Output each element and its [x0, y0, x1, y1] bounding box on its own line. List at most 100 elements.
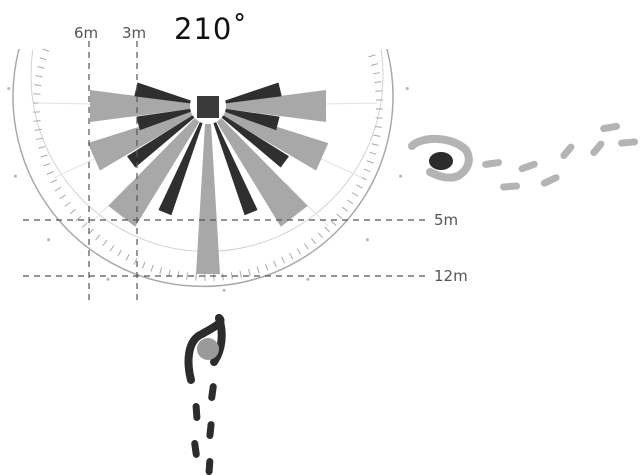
label-12m: 12m	[434, 267, 468, 285]
label-6m: 6m	[74, 24, 98, 42]
range-lines	[23, 41, 428, 300]
short-range-zone	[225, 108, 280, 131]
long-range-zone	[216, 118, 308, 227]
label-5m: 5m	[434, 211, 458, 229]
dial-tick	[346, 199, 354, 205]
dial-tick	[370, 63, 378, 66]
dial-tick	[356, 184, 363, 189]
short-range-zone	[213, 122, 258, 216]
dial-tick	[177, 271, 180, 279]
dial-tick	[40, 154, 48, 158]
dial-spoke	[38, 102, 99, 105]
dial-dots	[7, 86, 409, 292]
sensor-icon	[197, 96, 219, 118]
coverage-dial	[7, 48, 409, 292]
dial-dot	[47, 238, 51, 242]
dial-tick	[69, 209, 76, 215]
dial-tick	[374, 81, 382, 84]
person-icon-right	[408, 135, 473, 182]
dial-tick	[369, 151, 377, 155]
person-head	[197, 338, 219, 360]
dial-tick	[336, 213, 343, 219]
dial-tick	[37, 66, 45, 69]
footprints-icon-right	[482, 122, 639, 191]
long-range-zone	[87, 110, 193, 171]
dial-tick	[150, 264, 154, 272]
dial-tick	[311, 238, 317, 245]
short-range-zone	[225, 82, 282, 104]
long-range-zone	[108, 118, 200, 227]
dial-dot	[365, 238, 369, 242]
dial-tick	[33, 120, 41, 122]
short-range-zone	[136, 108, 191, 131]
short-range-zone	[158, 122, 203, 216]
dial-tick	[59, 194, 66, 200]
label-3m: 3m	[122, 24, 146, 42]
dial-tick	[264, 263, 269, 271]
dial-tick	[36, 137, 44, 140]
dial-tick	[95, 234, 101, 241]
dial-tick	[125, 254, 130, 261]
dial-tick	[168, 269, 171, 277]
dial-tick	[75, 215, 82, 222]
footprints-icon-bottom	[191, 383, 217, 475]
dial-tick	[50, 179, 58, 184]
dial-dot	[7, 86, 11, 91]
dial-tick	[222, 273, 224, 281]
dial-tick	[38, 146, 46, 149]
dial-tick	[366, 160, 374, 164]
long-range-zone	[196, 124, 220, 274]
dial-spoke	[285, 183, 329, 227]
dial-tick	[374, 125, 382, 128]
dial-tick	[159, 267, 163, 275]
dial-tick	[368, 54, 376, 58]
dial-dot	[399, 174, 403, 178]
coverage-angle-label: 210˚	[174, 12, 248, 46]
dial-tick	[372, 72, 380, 75]
dial-tick	[239, 270, 242, 278]
dial-tick	[64, 201, 71, 207]
dial-tick	[289, 252, 294, 260]
dial-tick	[42, 48, 50, 52]
dial-tick	[273, 260, 277, 268]
dial-tick	[117, 249, 122, 257]
dial-tick	[363, 168, 371, 173]
dial-tick	[186, 272, 189, 280]
long-range-zone	[90, 90, 190, 122]
dial-tick	[341, 206, 349, 212]
detection-beams	[87, 82, 329, 274]
dial-tick	[43, 162, 51, 167]
dial-ticks	[33, 48, 383, 281]
dial-dot	[13, 174, 17, 178]
dial-tick	[102, 239, 108, 247]
dial-dot	[306, 277, 310, 281]
dial-outer-arc	[12, 48, 394, 288]
long-range-zone	[226, 90, 326, 122]
short-range-zone	[134, 82, 191, 104]
short-range-zone	[221, 115, 289, 168]
dial-tick	[371, 143, 379, 146]
dial-tick	[54, 187, 62, 192]
dial-tick	[281, 256, 286, 264]
dial-tick	[35, 75, 43, 78]
dial-tick	[373, 134, 381, 137]
dial-spoke	[317, 102, 378, 105]
dial-tick	[317, 232, 324, 239]
short-range-zone	[127, 115, 195, 168]
dial-tick	[34, 84, 42, 87]
dial-tick	[248, 268, 251, 276]
dial-tick	[330, 220, 337, 226]
dial-tick	[351, 192, 359, 197]
dial-dot	[106, 277, 110, 281]
long-range-zone	[223, 110, 329, 171]
dial-tick	[141, 261, 146, 269]
dial-tick	[46, 171, 54, 175]
dial-tick	[256, 266, 260, 274]
person-head	[429, 152, 453, 170]
dial-tick	[133, 258, 138, 265]
dial-tick	[39, 57, 47, 61]
dial-spoke	[87, 183, 131, 227]
dial-dot	[405, 86, 409, 91]
dial-tick	[375, 90, 383, 92]
